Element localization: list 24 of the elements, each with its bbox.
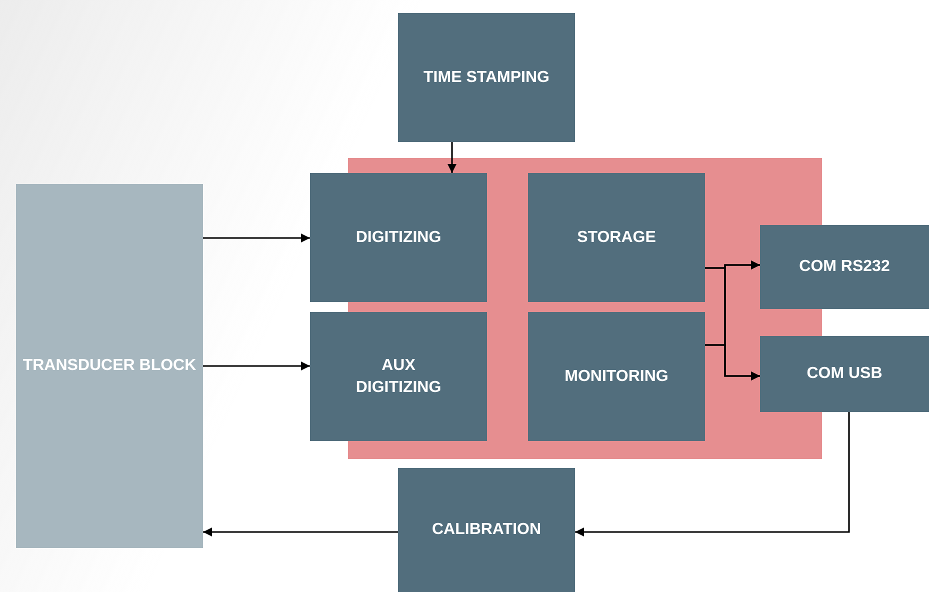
box-label: MONITORING <box>564 366 670 387</box>
process-box <box>310 173 487 302</box>
process-box <box>760 336 929 412</box>
process-box <box>310 312 487 441</box>
process-box <box>16 184 203 548</box>
arrow <box>575 412 850 536</box>
box-label: COM USB <box>806 364 884 384</box>
box-label: TIME STAMPING <box>422 68 550 88</box>
box-label: COM RS232 <box>798 257 891 278</box>
arrow <box>203 234 310 242</box>
process-box <box>760 225 929 309</box>
process-box <box>528 173 705 302</box>
box-label: STORAGE <box>576 228 657 248</box>
box-label: AUX DIGITIZING <box>354 356 442 398</box>
box-label: DIGITIZING <box>354 228 442 248</box>
process-box <box>528 312 705 441</box>
process-box <box>398 13 575 142</box>
box-label: CALIBRATION <box>430 520 542 540</box>
arrow <box>705 344 760 380</box>
box-label: TRANSDUCER BLOCK <box>22 356 198 376</box>
arrow <box>448 142 456 173</box>
arrow <box>203 528 398 536</box>
process-box <box>398 468 575 592</box>
arrow <box>203 362 310 370</box>
